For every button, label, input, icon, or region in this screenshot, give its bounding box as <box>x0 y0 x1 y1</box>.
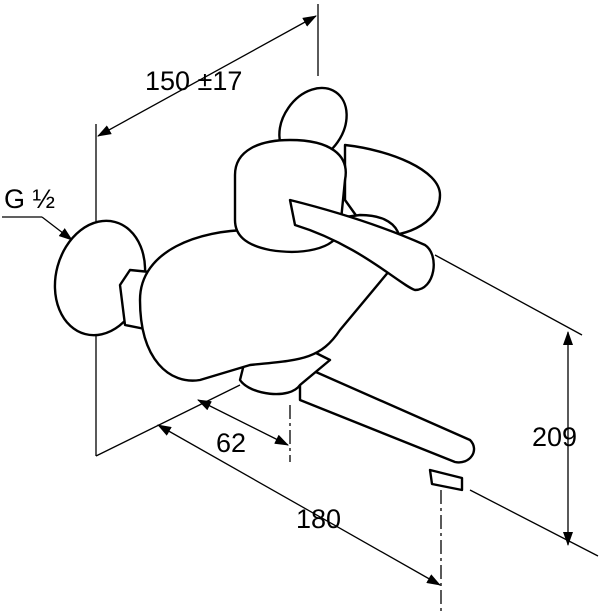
dim-62-label: 62 <box>216 428 246 458</box>
dim-209-label: 209 <box>532 422 577 452</box>
dim-180-line <box>157 424 441 586</box>
dim-150-label: 150 ±17 <box>145 66 242 96</box>
thread-size-label: G ½ <box>4 184 55 214</box>
aerator <box>428 468 464 492</box>
dim-180-label: 180 <box>296 504 341 534</box>
spout <box>298 363 476 464</box>
faucet-body <box>53 86 476 492</box>
thread-leader <box>41 216 73 241</box>
lever-handle <box>288 198 435 292</box>
dimension-lines <box>2 15 573 586</box>
dim-150-line <box>97 15 317 137</box>
